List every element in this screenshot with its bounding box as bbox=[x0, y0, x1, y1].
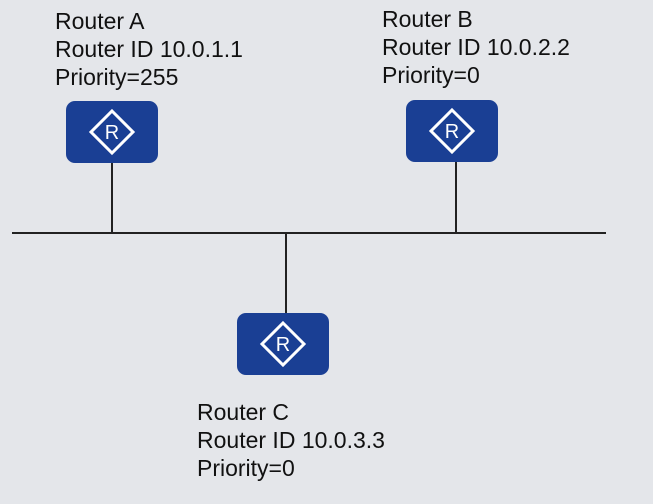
router-a-label: Router A Router ID 10.0.1.1 Priority=255 bbox=[55, 7, 243, 91]
router-c-id: Router ID 10.0.3.3 bbox=[197, 427, 385, 453]
router-c-label: Router C Router ID 10.0.3.3 Priority=0 bbox=[197, 398, 385, 482]
link-router-c bbox=[285, 233, 287, 313]
ethernet-bus bbox=[12, 232, 606, 234]
router-a[interactable]: R bbox=[66, 101, 158, 163]
router-a-priority: Priority=255 bbox=[55, 64, 179, 90]
router-c[interactable]: R bbox=[237, 313, 329, 375]
link-router-a bbox=[111, 162, 113, 233]
link-router-b bbox=[455, 161, 457, 233]
router-b-priority: Priority=0 bbox=[382, 62, 480, 88]
router-icon: R bbox=[88, 108, 136, 156]
router-icon: R bbox=[259, 320, 307, 368]
router-icon: R bbox=[428, 107, 476, 155]
svg-text:R: R bbox=[445, 121, 459, 143]
router-a-name: Router A bbox=[55, 8, 145, 34]
router-c-priority: Priority=0 bbox=[197, 455, 295, 481]
router-b[interactable]: R bbox=[406, 100, 498, 162]
router-b-label: Router B Router ID 10.0.2.2 Priority=0 bbox=[382, 5, 570, 89]
router-b-id: Router ID 10.0.2.2 bbox=[382, 34, 570, 60]
svg-text:R: R bbox=[105, 122, 119, 144]
svg-text:R: R bbox=[276, 334, 290, 356]
router-c-name: Router C bbox=[197, 399, 290, 425]
router-b-name: Router B bbox=[382, 6, 473, 32]
router-a-id: Router ID 10.0.1.1 bbox=[55, 36, 243, 62]
